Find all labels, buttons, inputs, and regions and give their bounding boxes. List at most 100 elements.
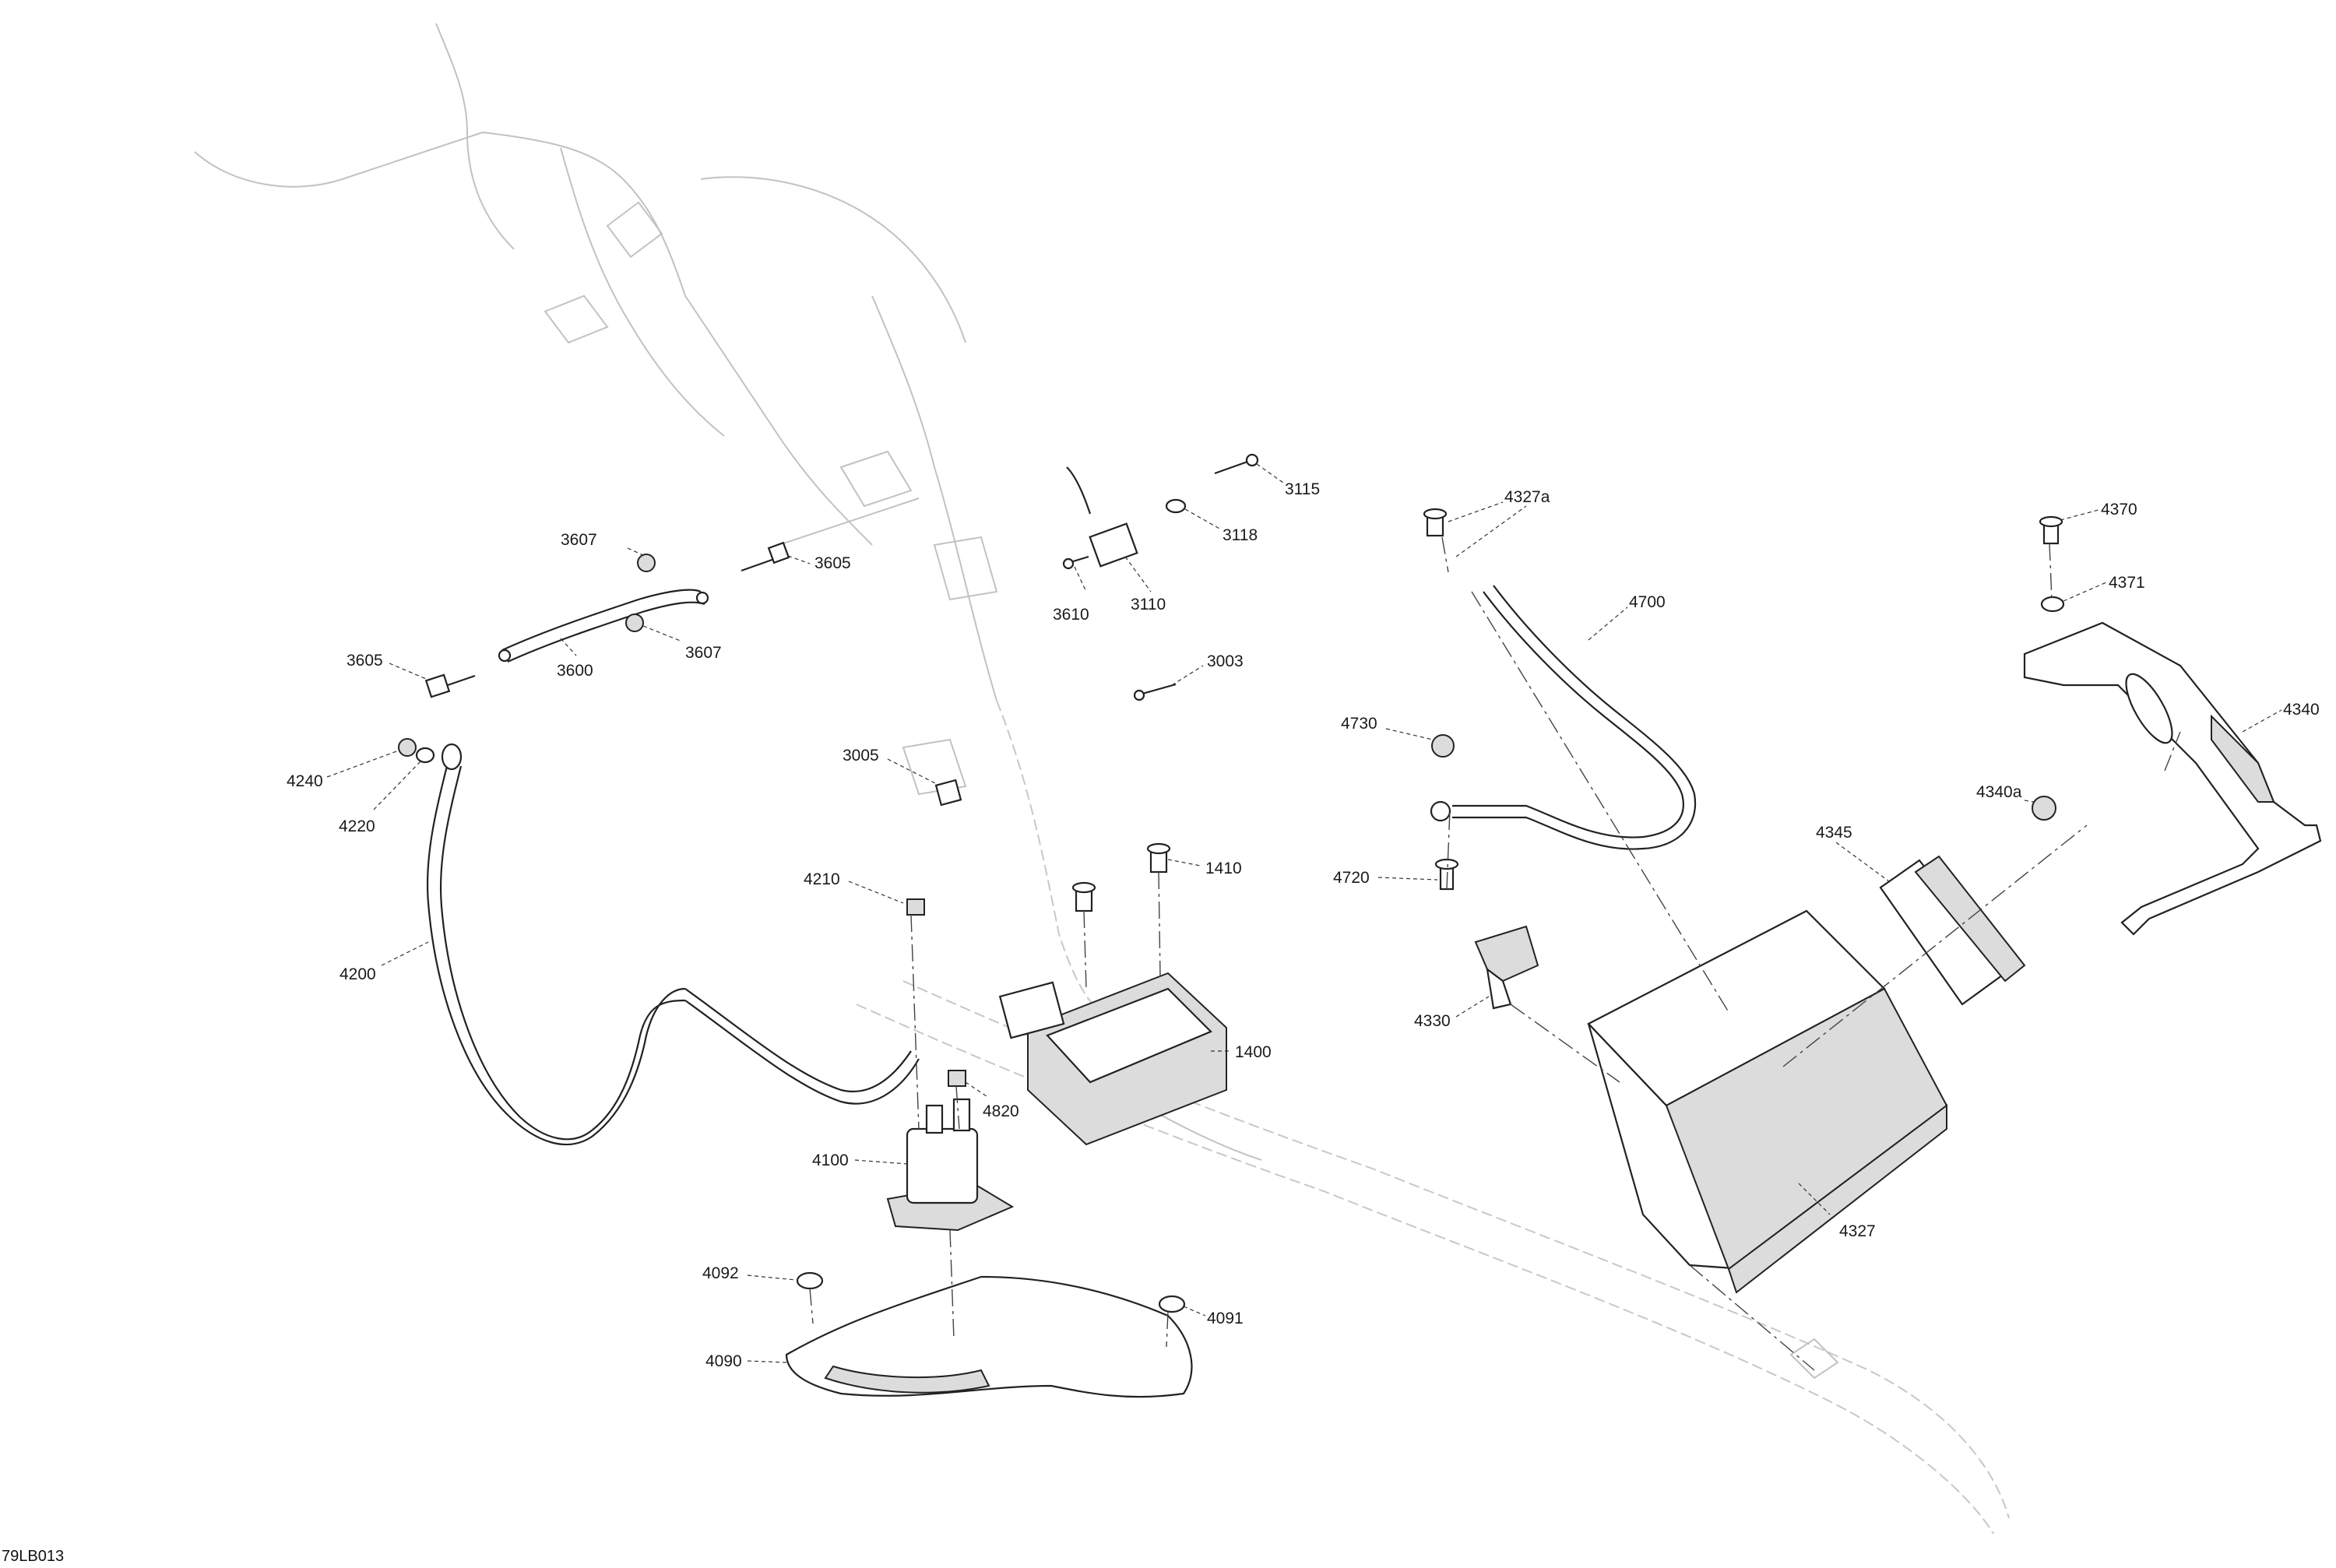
svg-text:4327a: 4327a	[1504, 488, 1550, 506]
solenoid-4100	[886, 1098, 1015, 1232]
nut-4730	[1431, 734, 1455, 758]
svg-text:3003: 3003	[1207, 652, 1244, 670]
svg-text:4210: 4210	[804, 870, 840, 888]
battery-4327	[1587, 909, 1948, 1294]
svg-text:1410: 1410	[1205, 860, 1242, 877]
svg-text:4340: 4340	[2283, 701, 2320, 719]
washer-3118	[1165, 498, 1187, 514]
callout-3003: 3003	[1171, 652, 1244, 686]
svg-text:3115: 3115	[1285, 480, 1320, 498]
svg-text:4340a: 4340a	[1976, 783, 2022, 801]
callout-3610: 3610	[1053, 566, 1089, 624]
nut-3607-bottom	[625, 613, 644, 632]
voltage-regulator-1400	[998, 972, 1227, 1146]
svg-text:3600: 3600	[557, 662, 593, 680]
sensor-3110	[1066, 466, 1138, 568]
battery-cable-4200	[426, 743, 920, 1146]
bolt-3605-right	[741, 541, 790, 572]
callout-4370: 4370	[2060, 501, 2137, 521]
battery-pads-4345	[1879, 855, 2026, 1006]
callout-1400: 1400	[1211, 1043, 1272, 1061]
callout-3600: 3600	[557, 638, 593, 680]
callout-4210: 4210	[804, 870, 904, 904]
svg-text:4370: 4370	[2101, 501, 2137, 519]
svg-text:3005: 3005	[843, 747, 879, 765]
callout-3118: 3118	[1184, 508, 1258, 544]
callout-4371: 4371	[2063, 574, 2145, 602]
callout-3605-right: 3605	[787, 554, 851, 572]
callout-4340a: 4340a	[1976, 783, 2035, 803]
callout-4345: 4345	[1816, 824, 1893, 884]
battery-bracket-4340	[2023, 621, 2322, 936]
svg-text:4092: 4092	[702, 1264, 739, 1282]
assembly-axes	[809, 536, 2181, 1371]
solenoid-bracket-4090	[785, 1275, 1193, 1398]
svg-text:4200: 4200	[339, 965, 376, 983]
washer-4220	[415, 747, 435, 764]
svg-text:4345: 4345	[1816, 824, 1852, 842]
washer-4371	[2040, 596, 2065, 613]
nut-4240	[398, 738, 417, 757]
callout-4820: 4820	[965, 1081, 1019, 1120]
bolt-3005	[934, 779, 962, 807]
callout-3607-top: 3607	[561, 531, 646, 557]
callout-3607-bottom: 3607	[642, 625, 722, 662]
svg-text:4371: 4371	[2109, 574, 2145, 592]
svg-text:3118: 3118	[1223, 526, 1258, 544]
screw-1410	[1071, 842, 1171, 912]
nut-4210	[906, 898, 925, 916]
svg-text:4820: 4820	[983, 1102, 1019, 1120]
callout-4700: 4700	[1588, 593, 1666, 641]
svg-text:4720: 4720	[1333, 869, 1370, 887]
svg-text:1400: 1400	[1235, 1043, 1272, 1061]
callout-4720: 4720	[1333, 869, 1438, 887]
callout-4240: 4240	[287, 750, 399, 790]
svg-text:3605: 3605	[814, 554, 851, 572]
callout-4340: 4340	[2242, 701, 2320, 733]
svg-text:4730: 4730	[1341, 715, 1377, 733]
callout-3605-left: 3605	[347, 652, 431, 681]
svg-text:3110: 3110	[1131, 596, 1166, 613]
screw-4092	[796, 1271, 824, 1290]
callout-4730: 4730	[1341, 715, 1434, 740]
callout-4220: 4220	[339, 761, 421, 835]
bolt-3605-left	[424, 673, 476, 698]
screw-4370	[2039, 515, 2063, 545]
svg-text:3610: 3610	[1053, 606, 1089, 624]
callout-4327: 4327	[1798, 1183, 1876, 1240]
svg-text:4100: 4100	[812, 1151, 849, 1169]
callout-3005: 3005	[843, 747, 939, 786]
callout-4330: 4330	[1414, 996, 1490, 1030]
callout-4092: 4092	[702, 1264, 797, 1282]
svg-text:3605: 3605	[347, 652, 383, 670]
callout-4091: 4091	[1183, 1306, 1244, 1327]
battery-cable-4700	[1430, 585, 1697, 850]
ground-strap-3600	[498, 589, 709, 663]
callout-3110: 3110	[1124, 556, 1166, 613]
drawing-code: 79LB013	[2, 1548, 65, 1565]
svg-text:4240: 4240	[287, 772, 323, 790]
screw-3115	[1214, 453, 1259, 475]
svg-text:4090: 4090	[705, 1352, 742, 1370]
screw-4327a	[1423, 508, 1448, 537]
svg-text:3607: 3607	[685, 644, 722, 662]
callout-4327a: 4327a	[1448, 488, 1550, 557]
svg-text:4091: 4091	[1207, 1310, 1244, 1327]
svg-text:4700: 4700	[1629, 593, 1666, 611]
callout-4200: 4200	[339, 941, 429, 983]
callout-4090: 4090	[705, 1352, 787, 1370]
nut-3607-top	[637, 554, 656, 572]
svg-text:4220: 4220	[339, 817, 375, 835]
svg-text:4330: 4330	[1414, 1012, 1451, 1030]
screw-3003	[1133, 683, 1177, 701]
callout-1410: 1410	[1167, 859, 1242, 877]
callout-4100: 4100	[812, 1151, 908, 1169]
screw-4091	[1158, 1295, 1186, 1313]
screw-3610	[1062, 555, 1089, 570]
svg-text:4327: 4327	[1839, 1222, 1876, 1240]
nut-4340a	[2032, 796, 2056, 821]
svg-text:3607: 3607	[561, 531, 597, 549]
terminal-cover-4330	[1474, 925, 1539, 1010]
nut-4820	[948, 1070, 966, 1087]
